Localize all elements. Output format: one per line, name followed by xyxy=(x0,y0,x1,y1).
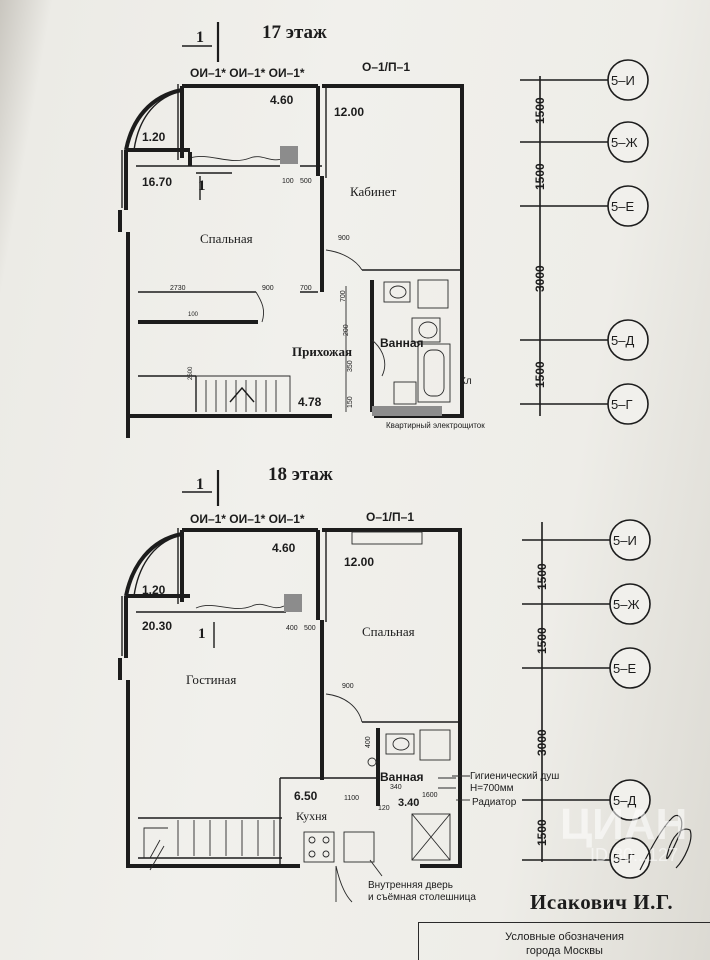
floor-17-balcony-area: 1.20 xyxy=(142,130,166,144)
dim-label: 900 xyxy=(342,683,354,690)
watermark-id: ID 30...127 xyxy=(590,845,679,865)
floor-17-bedroom-area: 16.70 xyxy=(142,175,172,189)
axis-label: 5–Д xyxy=(611,333,634,348)
floor-18-room-bedroom: Спальная xyxy=(362,624,415,639)
floor-17-section-mark: 1 xyxy=(196,29,204,46)
floor-17-title: 17 этаж xyxy=(262,22,327,43)
dim-label: 400 xyxy=(365,736,372,748)
axis-label: 5–Г xyxy=(611,397,633,412)
svg-text:1: 1 xyxy=(198,626,206,642)
dim-label: 500 xyxy=(304,625,316,632)
watermark-brand: ЦИАН xyxy=(560,800,688,849)
floor-18-note-counter: и съёмная столешница xyxy=(368,892,476,903)
floor-18-note-door: Внутренняя дверь xyxy=(368,880,453,891)
axes-18: 5–И 5–Ж 5–Е 5–Д 5–Г 1500 1500 3000 1500 xyxy=(522,519,651,879)
dim-label: 1100 xyxy=(344,795,359,802)
floor-18-bedroom-area: 12.00 xyxy=(344,555,374,569)
axis-label: 5–Д xyxy=(613,793,636,808)
stamp-line: Условные обозначения xyxy=(505,931,624,943)
floor-18-section-mark: 1 xyxy=(196,476,204,493)
floor-18-living-area: 20.30 xyxy=(142,619,172,633)
floor-18-bath-area: 3.40 xyxy=(398,797,419,809)
axis-span: 3000 xyxy=(533,265,547,292)
dim-label: 900 xyxy=(338,235,350,242)
floor-17-study-area: 12.00 xyxy=(334,105,364,119)
floor-18-note-shower: Гигиенический душ xyxy=(470,771,559,782)
axes-17: 5–И 5–Ж 5–Е 5–Д 5–Г 1500 1500 3000 1500 xyxy=(520,59,649,425)
axis-span: 1500 xyxy=(533,163,547,190)
axis-label: 5–Е xyxy=(613,661,636,676)
axis-label: 5–Ж xyxy=(613,597,639,612)
stamp-line: города Москвы xyxy=(526,945,603,957)
axis-label: 5–И xyxy=(613,533,637,548)
floor-17-plan: 17 этаж 1 ОИ–1* ОИ–1* ОИ–1* О–1/П–1 1.20… xyxy=(118,22,485,438)
dim-label: 2600 xyxy=(188,366,194,380)
dim-label: 400 xyxy=(286,625,298,632)
floor-18-window-mark-right: О–1/П–1 xyxy=(366,510,414,524)
floor-18-room-living: Гостиная xyxy=(186,672,236,687)
dim-label: 100 xyxy=(282,178,294,185)
floor-18-room-bath: Ванная xyxy=(380,770,424,784)
signature xyxy=(639,814,692,871)
floor-17-room-study: Кабинет xyxy=(350,184,397,199)
title-stamp: Условные обозначения города Москвы xyxy=(418,922,710,960)
dim-label: 340 xyxy=(390,784,402,791)
floor-18-loggia-area: 4.60 xyxy=(272,541,296,555)
dim-label: 2730 xyxy=(170,285,186,292)
floor-17-room-hall: Прихожая xyxy=(292,344,352,359)
floor-17-room-bedroom: Спальная xyxy=(200,231,253,246)
dim-label: 500 xyxy=(300,178,312,185)
author-name: Исакович И.Г. xyxy=(530,890,674,914)
axis-label: 5–И xyxy=(611,73,635,88)
floor-18-note-shower-height: Н=700мм xyxy=(470,783,514,794)
floor-18-balcony-area: 1.20 xyxy=(142,583,166,597)
watermark: ЦИАН xyxy=(560,800,687,850)
axis-label: 5–Е xyxy=(611,199,634,214)
dim-label: 150 xyxy=(347,396,354,408)
dim-label: 120 xyxy=(378,805,390,812)
svg-text:1: 1 xyxy=(198,178,206,194)
axis-span: 1500 xyxy=(533,361,547,388)
axis-span: 3000 xyxy=(535,729,549,756)
floor-18-note-radiator: Радиатор xyxy=(472,797,517,808)
floor-17-note-kl: Кл xyxy=(460,376,472,387)
dim-label: 350 xyxy=(347,360,354,372)
floor-18-plan: 18 этаж 1 ОИ–1* ОИ–1* ОИ–1* О–1/П–1 1.20… xyxy=(118,464,559,903)
axis-span: 1500 xyxy=(535,563,549,590)
dim-label: 100 xyxy=(188,312,199,318)
dim-label: 200 xyxy=(343,324,350,336)
dim-label: 700 xyxy=(300,285,312,292)
floor-18-room-kitchen: Кухня xyxy=(296,809,328,823)
floor-17-hall-area: 4.78 xyxy=(298,395,322,409)
axis-span: 1500 xyxy=(533,97,547,124)
floor-17-window-marks: ОИ–1* ОИ–1* ОИ–1* xyxy=(190,66,305,80)
dim-label: 700 xyxy=(340,290,347,302)
floor-18-title: 18 этаж xyxy=(268,464,333,485)
floor-17-loggia-area: 4.60 xyxy=(270,93,294,107)
axis-label: 5–Ж xyxy=(611,135,637,150)
floor-18-kitchen-area: 6.50 xyxy=(294,789,318,803)
axis-span: 1500 xyxy=(535,819,549,846)
floor-17-window-mark-right: О–1/П–1 xyxy=(362,60,410,74)
axis-label: 5–Г xyxy=(613,851,635,866)
axis-span: 1500 xyxy=(535,627,549,654)
dim-label: 1600 xyxy=(422,792,438,799)
floor-18-window-marks: ОИ–1* ОИ–1* ОИ–1* xyxy=(190,512,305,526)
floor-17-note-panel: Квартирный электрощиток xyxy=(386,421,485,430)
dim-label: 900 xyxy=(262,285,274,292)
floor-17-room-bath: Ванная xyxy=(380,336,424,350)
